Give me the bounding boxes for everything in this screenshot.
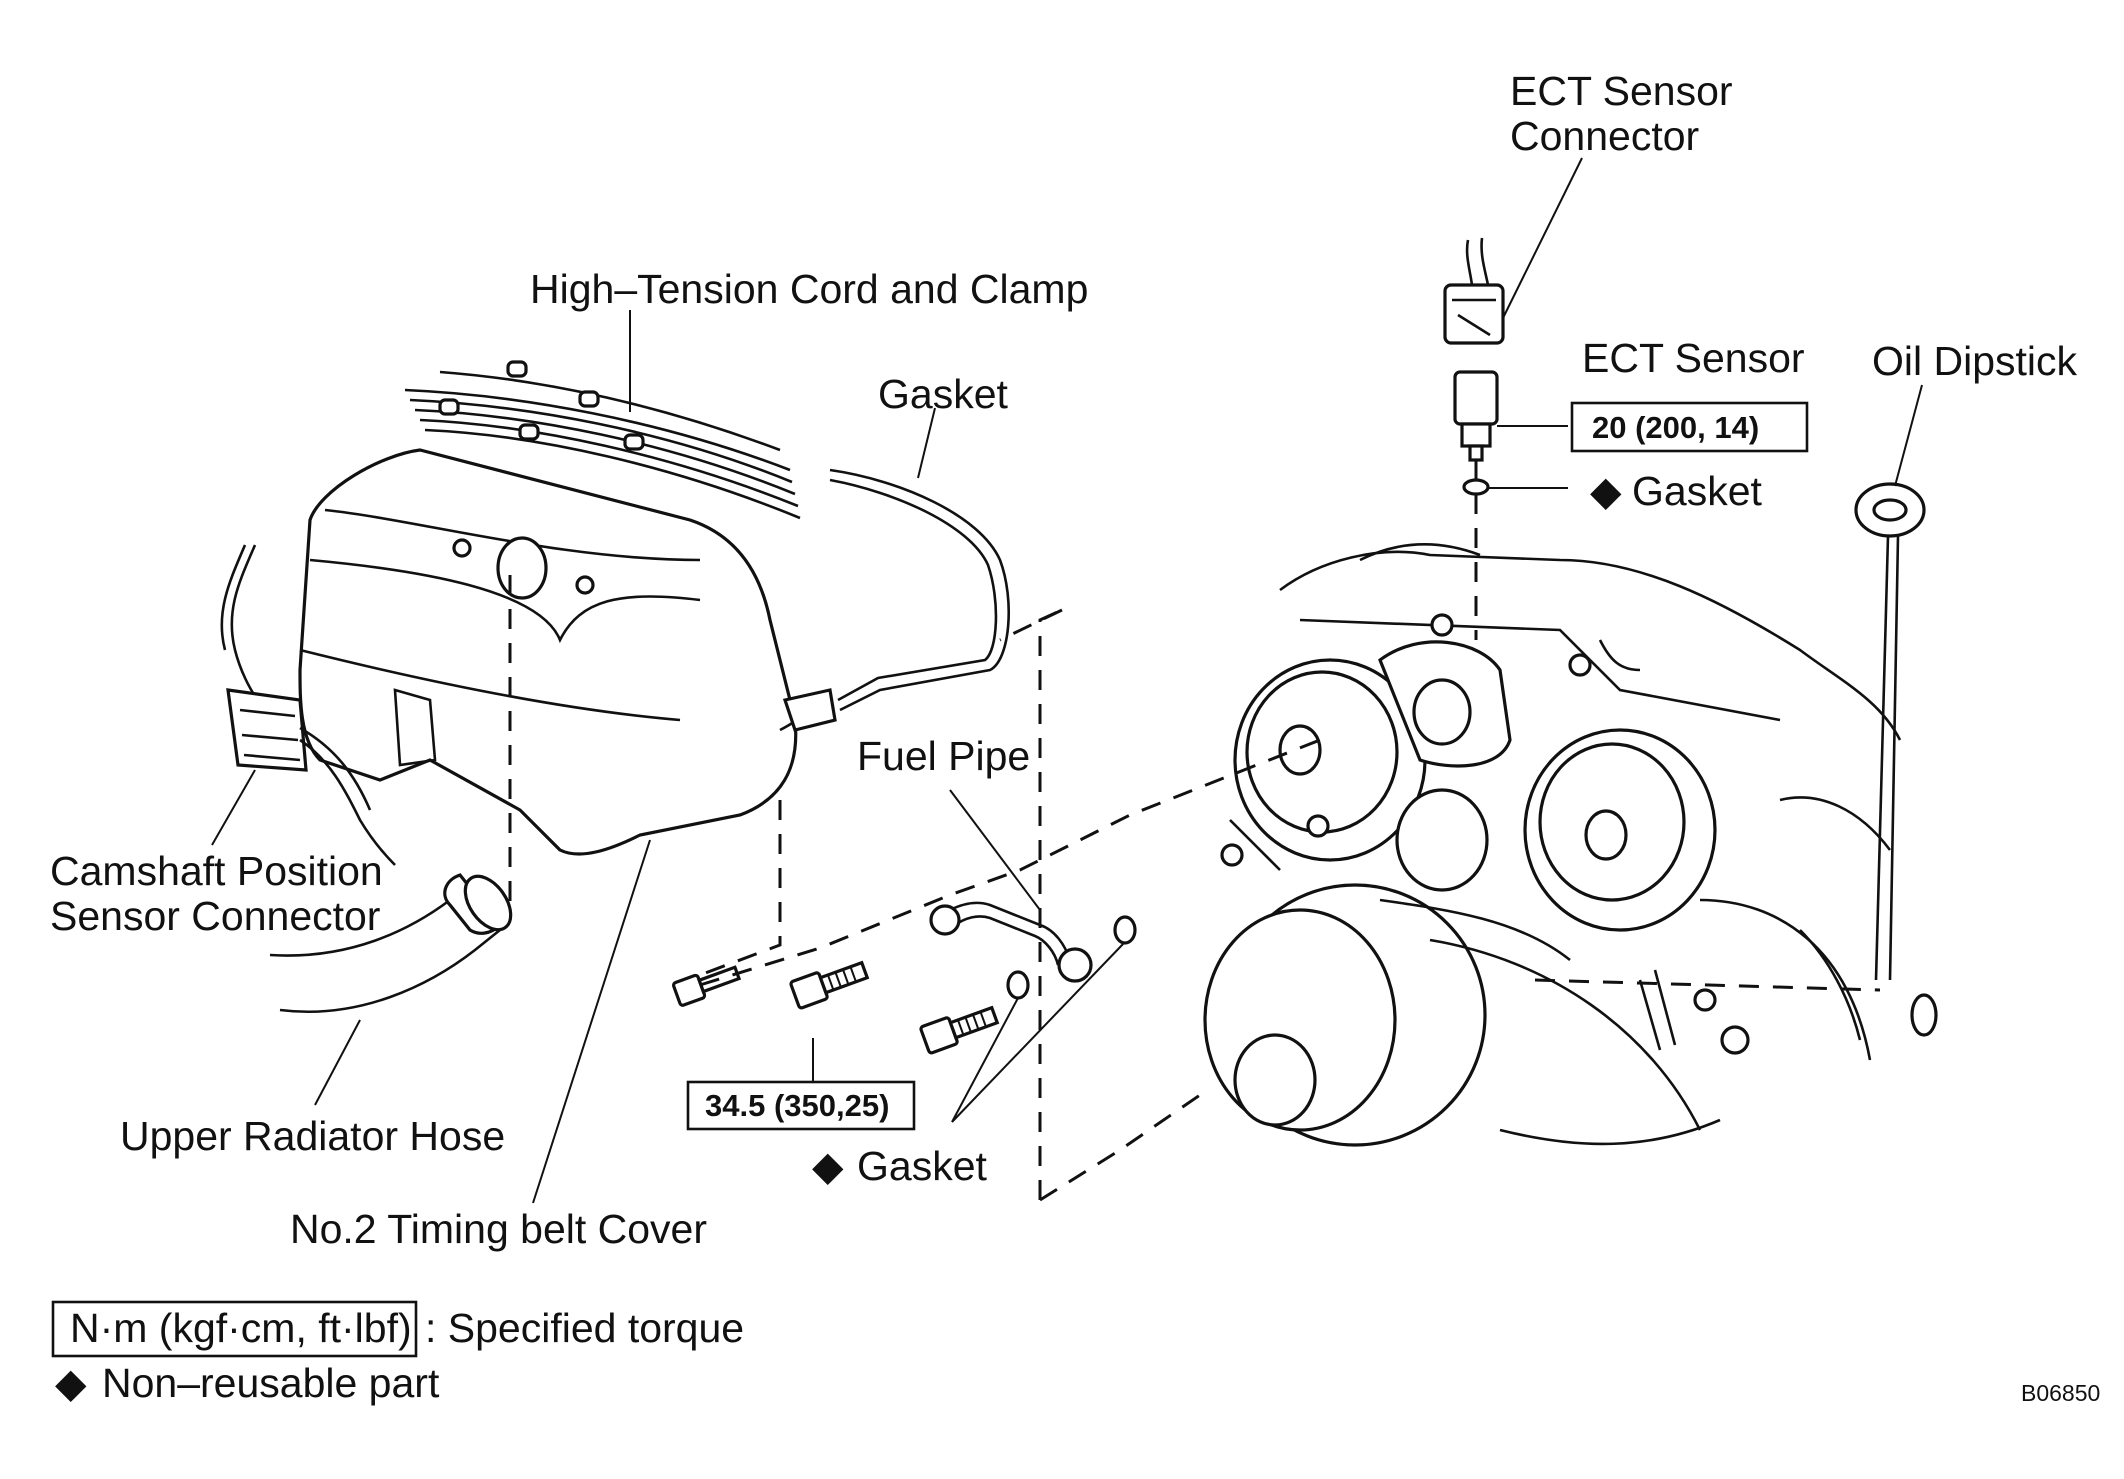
legend-nonreusable: Non–reusable part [102, 1360, 440, 1406]
bolt-fuel-pipe [919, 1005, 1000, 1055]
high-tension-cord-illustration [404, 360, 801, 520]
gasket-top-label: Gasket [878, 371, 1008, 417]
oil-dipstick-label: Oil Dipstick [1872, 338, 2078, 384]
torque-spec-bolt: 34.5 (350,25) [686, 1080, 916, 1131]
legend-unit-desc: : Specified torque [425, 1305, 744, 1351]
fuel-pipe-illustration [929, 901, 1093, 983]
timing-belt-cover-illustration [298, 448, 837, 856]
assembly-dashed-lines [508, 460, 1881, 1202]
camshaft-connector-illustration [220, 544, 396, 866]
camshaft-label-line2: Sensor Connector [50, 893, 380, 939]
upper-radiator-hose-illustration [269, 873, 513, 1014]
ect-connector-illustration [1443, 237, 1505, 345]
ect-gasket-diamond: ◆ [1590, 468, 1622, 514]
upper-radiator-hose-label: Upper Radiator Hose [120, 1113, 505, 1159]
ect-gasket-label: Gasket [1632, 468, 1762, 514]
legend-diamond: ◆ [55, 1360, 87, 1406]
torque-bolt-value: 34.5 (350,25) [705, 1088, 889, 1123]
ect-connector-label-line1: ECT Sensor [1510, 68, 1733, 114]
bolt-torque [789, 960, 870, 1010]
ect-sensor-label: ECT Sensor [1582, 335, 1805, 381]
engine-illustration [1203, 543, 1938, 1147]
timing-belt-cover-label: No.2 Timing belt Cover [290, 1206, 707, 1252]
camshaft-label-line1: Camshaft Position [50, 848, 383, 894]
torque-ect-value: 20 (200, 14) [1592, 410, 1759, 445]
legend-unit: N·m (kgf·cm, ft·lbf) [70, 1305, 412, 1351]
figure-code: B06850 [2021, 1380, 2100, 1406]
ect-connector-label-line2: Connector [1510, 113, 1699, 159]
torque-spec-ect: 20 (200, 14) [1570, 401, 1809, 453]
leader-lines [211, 157, 1923, 1204]
high-tension-cord-label: High–Tension Cord and Clamp [530, 266, 1088, 312]
bottom-gasket-label: Gasket [857, 1143, 987, 1189]
bottom-gasket-diamond: ◆ [812, 1143, 844, 1189]
labels: ECT Sensor Connector High–Tension Cord a… [50, 68, 2078, 1252]
fuel-pipe-label: Fuel Pipe [857, 733, 1030, 779]
oil-dipstick-illustration [1854, 482, 1926, 981]
bolts-illustration [671, 915, 1137, 1055]
legend: N·m (kgf·cm, ft·lbf) : Specified torque … [51, 1300, 744, 1406]
gasket-top-illustration [829, 468, 1010, 712]
